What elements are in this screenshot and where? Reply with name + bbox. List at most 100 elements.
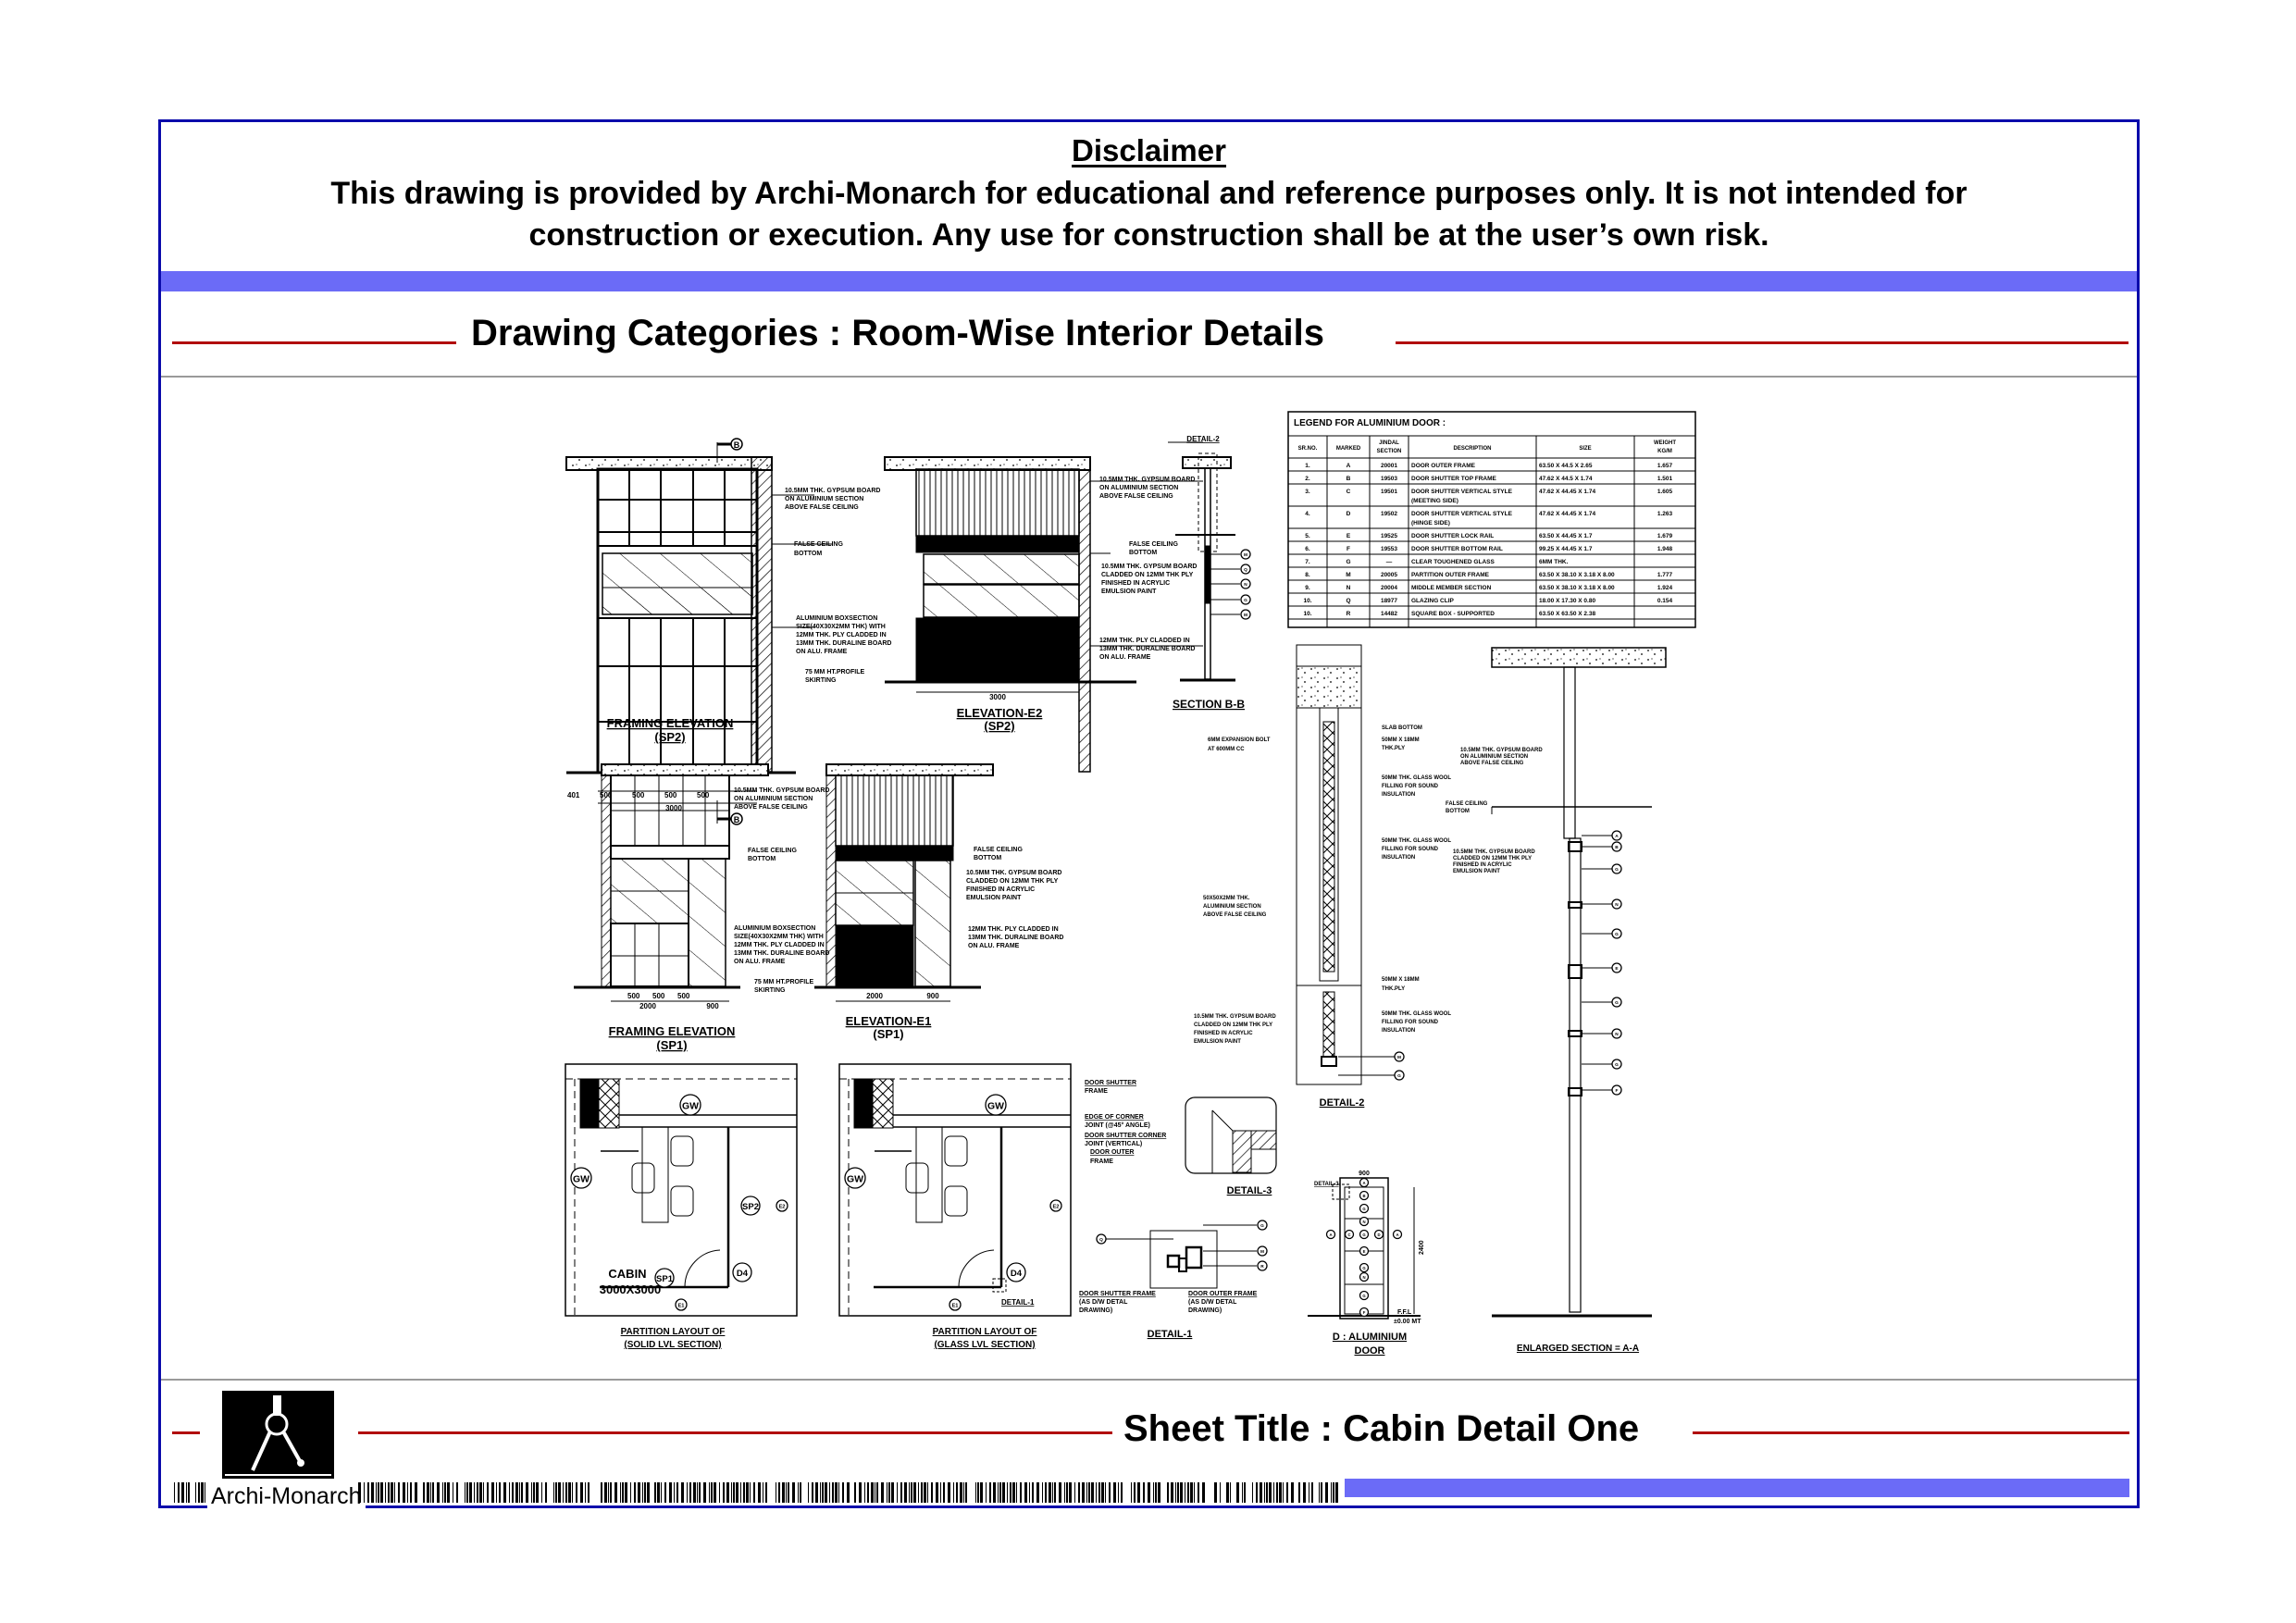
svg-text:10.5MM THK. GYPSUM BOARD: 10.5MM THK. GYPSUM BOARD [1453, 849, 1535, 855]
svg-text:JOINT (VERTICAL): JOINT (VERTICAL) [1085, 1141, 1142, 1147]
view-title-framing-sp1: FRAMING ELEVATION [609, 1024, 736, 1038]
notes-detail-2: 6MM EXPANSION BOLT AT 600MM CC SLAB BOTT… [1194, 725, 1451, 1045]
svg-text:ABOVE FALSE CEILING: ABOVE FALSE CEILING [1099, 493, 1173, 500]
svg-text:ALUMINIUM BOXSECTION: ALUMINIUM BOXSECTION [734, 925, 815, 932]
svg-text:FRAME: FRAME [1090, 1158, 1113, 1165]
svg-text:ON ALU. FRAME: ON ALU. FRAME [796, 649, 848, 655]
svg-text:ABOVE FALSE CEILING: ABOVE FALSE CEILING [1203, 912, 1267, 918]
legend-cell: 63.50 X 38.10 X 3.18 X 8.00 [1539, 572, 1615, 578]
svg-text:GW: GW [987, 1101, 1004, 1111]
footer-band [1345, 1479, 2129, 1497]
legend-cell: C [1347, 489, 1351, 495]
notes-e1: FALSE CEILING BOTTOM 10.5MM THK. GYPSUM … [966, 847, 1063, 949]
layout-tag: E1 [949, 1298, 962, 1311]
svg-text:FINISHED IN ACRYLIC: FINISHED IN ACRYLIC [1194, 1031, 1253, 1036]
dim-label: 2000 [866, 992, 883, 1000]
svg-text:10.5MM THK. GYPSUM BOARD: 10.5MM THK. GYPSUM BOARD [1101, 564, 1197, 570]
part-tag: G [1359, 1203, 1370, 1214]
legend-header: MARKED [1336, 446, 1361, 452]
svg-text:EMULSION PAINT: EMULSION PAINT [1194, 1039, 1241, 1045]
legend-header: DESCRIPTION [1453, 446, 1491, 452]
svg-text:12MM THK. PLY CLADDED IN: 12MM THK. PLY CLADDED IN [734, 942, 825, 948]
svg-text:FALSE CEILING: FALSE CEILING [974, 847, 1023, 853]
svg-text:ALUMINIUM BOXSECTION: ALUMINIUM BOXSECTION [796, 615, 877, 622]
rule-title-left-short [172, 1431, 200, 1434]
svg-text:ABOVE FALSE CEILING: ABOVE FALSE CEILING [734, 804, 808, 811]
svg-text:12MM THK. PLY CLADDED IN: 12MM THK. PLY CLADDED IN [1099, 638, 1190, 644]
svg-text:B: B [734, 440, 740, 450]
legend-cell: 1.263 [1657, 511, 1673, 517]
svg-text:R: R [1260, 1264, 1264, 1270]
legend-cell: — [1386, 559, 1393, 565]
legend-cell: N [1347, 585, 1351, 591]
part-tag: Q [1096, 1233, 1107, 1245]
legend-cell: 6. [1305, 546, 1310, 552]
legend-cell: 18977 [1381, 598, 1397, 604]
svg-text:G: G [1244, 598, 1247, 603]
part-tag: A [1392, 1229, 1403, 1240]
view-title-framing-sp2: FRAMING ELEVATION [607, 716, 734, 730]
svg-text:E: E [1615, 966, 1618, 972]
partition-layout-glass [838, 1063, 1072, 1317]
layout-tag: E1 [675, 1298, 688, 1311]
svg-text:10.5MM THK. GYPSUM BOARD: 10.5MM THK. GYPSUM BOARD [1460, 748, 1543, 753]
part-tag: F [1611, 1084, 1622, 1096]
elevation-e2 [884, 456, 1203, 773]
svg-text:(AS D/W DETAL: (AS D/W DETAL [1188, 1299, 1237, 1306]
legend-cell: 19503 [1381, 476, 1397, 482]
detail-2 [1296, 644, 1362, 1085]
part-tag: G [1257, 1220, 1268, 1231]
legend-table: LEGEND FOR ALUMINIUM DOOR :SR.NO.MARKEDJ… [1287, 411, 1696, 628]
part-tag: B [1359, 1190, 1370, 1201]
door-width: 900 [1359, 1171, 1370, 1177]
svg-text:G: G [1615, 1062, 1619, 1068]
layout-tag: D4 [732, 1262, 752, 1282]
disclaimer-heading: Disclaimer [161, 133, 2137, 168]
legend-header: KG/M [1657, 449, 1672, 454]
svg-text:M: M [1397, 1055, 1401, 1060]
svg-text:BOTTOM: BOTTOM [974, 855, 1001, 861]
legend-cell: DOOR SHUTTER LOCK RAIL [1411, 533, 1494, 539]
legend-cell: 99.25 X 44.45 X 1.7 [1539, 546, 1593, 552]
brand-name: Archi-Monarch [207, 1483, 366, 1510]
svg-text:SKIRTING: SKIRTING [754, 987, 786, 994]
svg-text:INSULATION: INSULATION [1382, 1028, 1415, 1034]
partition-layout-solid [565, 1063, 798, 1317]
dim-label: 401 [567, 791, 580, 799]
room-label: CABIN [608, 1267, 646, 1281]
divider-bottom [161, 1379, 2137, 1381]
svg-text:BOTTOM: BOTTOM [748, 856, 776, 862]
svg-text:BOTTOM: BOTTOM [794, 551, 822, 557]
part-tag: G [1611, 928, 1622, 939]
legend-cell: Q [1346, 598, 1350, 604]
svg-text:50MM X 18MM: 50MM X 18MM [1382, 737, 1420, 743]
layout-tag: D4 [1006, 1262, 1026, 1282]
part-tag: N [1611, 898, 1622, 910]
part-tag: A [1359, 1177, 1370, 1188]
rule-right [1396, 341, 2128, 344]
svg-text:N: N [1615, 902, 1619, 908]
notes-detail-1: DOOR SHUTTER FRAME (AS D/W DETAL DRAWING… [1079, 1291, 1258, 1314]
svg-text:G: G [1362, 1266, 1366, 1270]
room-size: 3000X3000 [600, 1282, 662, 1296]
detail-ref-2: DETAIL-2 [1186, 435, 1220, 443]
svg-text:DOOR OUTER FRAME: DOOR OUTER FRAME [1188, 1291, 1258, 1297]
divider-top [161, 376, 2137, 378]
part-tag: R [1257, 1260, 1268, 1271]
legend-header: SECTION [1377, 449, 1402, 454]
svg-text:SIZE(40X30X2MM THK) WITH: SIZE(40X30X2MM THK) WITH [734, 934, 824, 940]
svg-text:GW: GW [573, 1174, 590, 1184]
view-sub-framing-sp2: (SP2) [654, 730, 685, 744]
legend-cell: D [1347, 511, 1351, 517]
legend-cell: R [1347, 611, 1351, 617]
legend-cell: 1. [1305, 463, 1310, 469]
legend-header: JINDAL [1379, 440, 1399, 446]
svg-text:D4: D4 [1011, 1269, 1023, 1279]
svg-text:50MM THK. GLASS WOOL: 50MM THK. GLASS WOOL [1382, 838, 1451, 844]
legend-cell: DOOR SHUTTER VERTICAL STYLE [1411, 511, 1513, 517]
svg-text:13MM THK. DURALINE BOARD: 13MM THK. DURALINE BOARD [734, 950, 829, 957]
svg-text:SLAB BOTTOM: SLAB BOTTOM [1382, 725, 1422, 731]
svg-text:Q: Q [1244, 567, 1247, 573]
legend-cell: 63.50 X 63.50 X 2.38 [1539, 611, 1595, 617]
